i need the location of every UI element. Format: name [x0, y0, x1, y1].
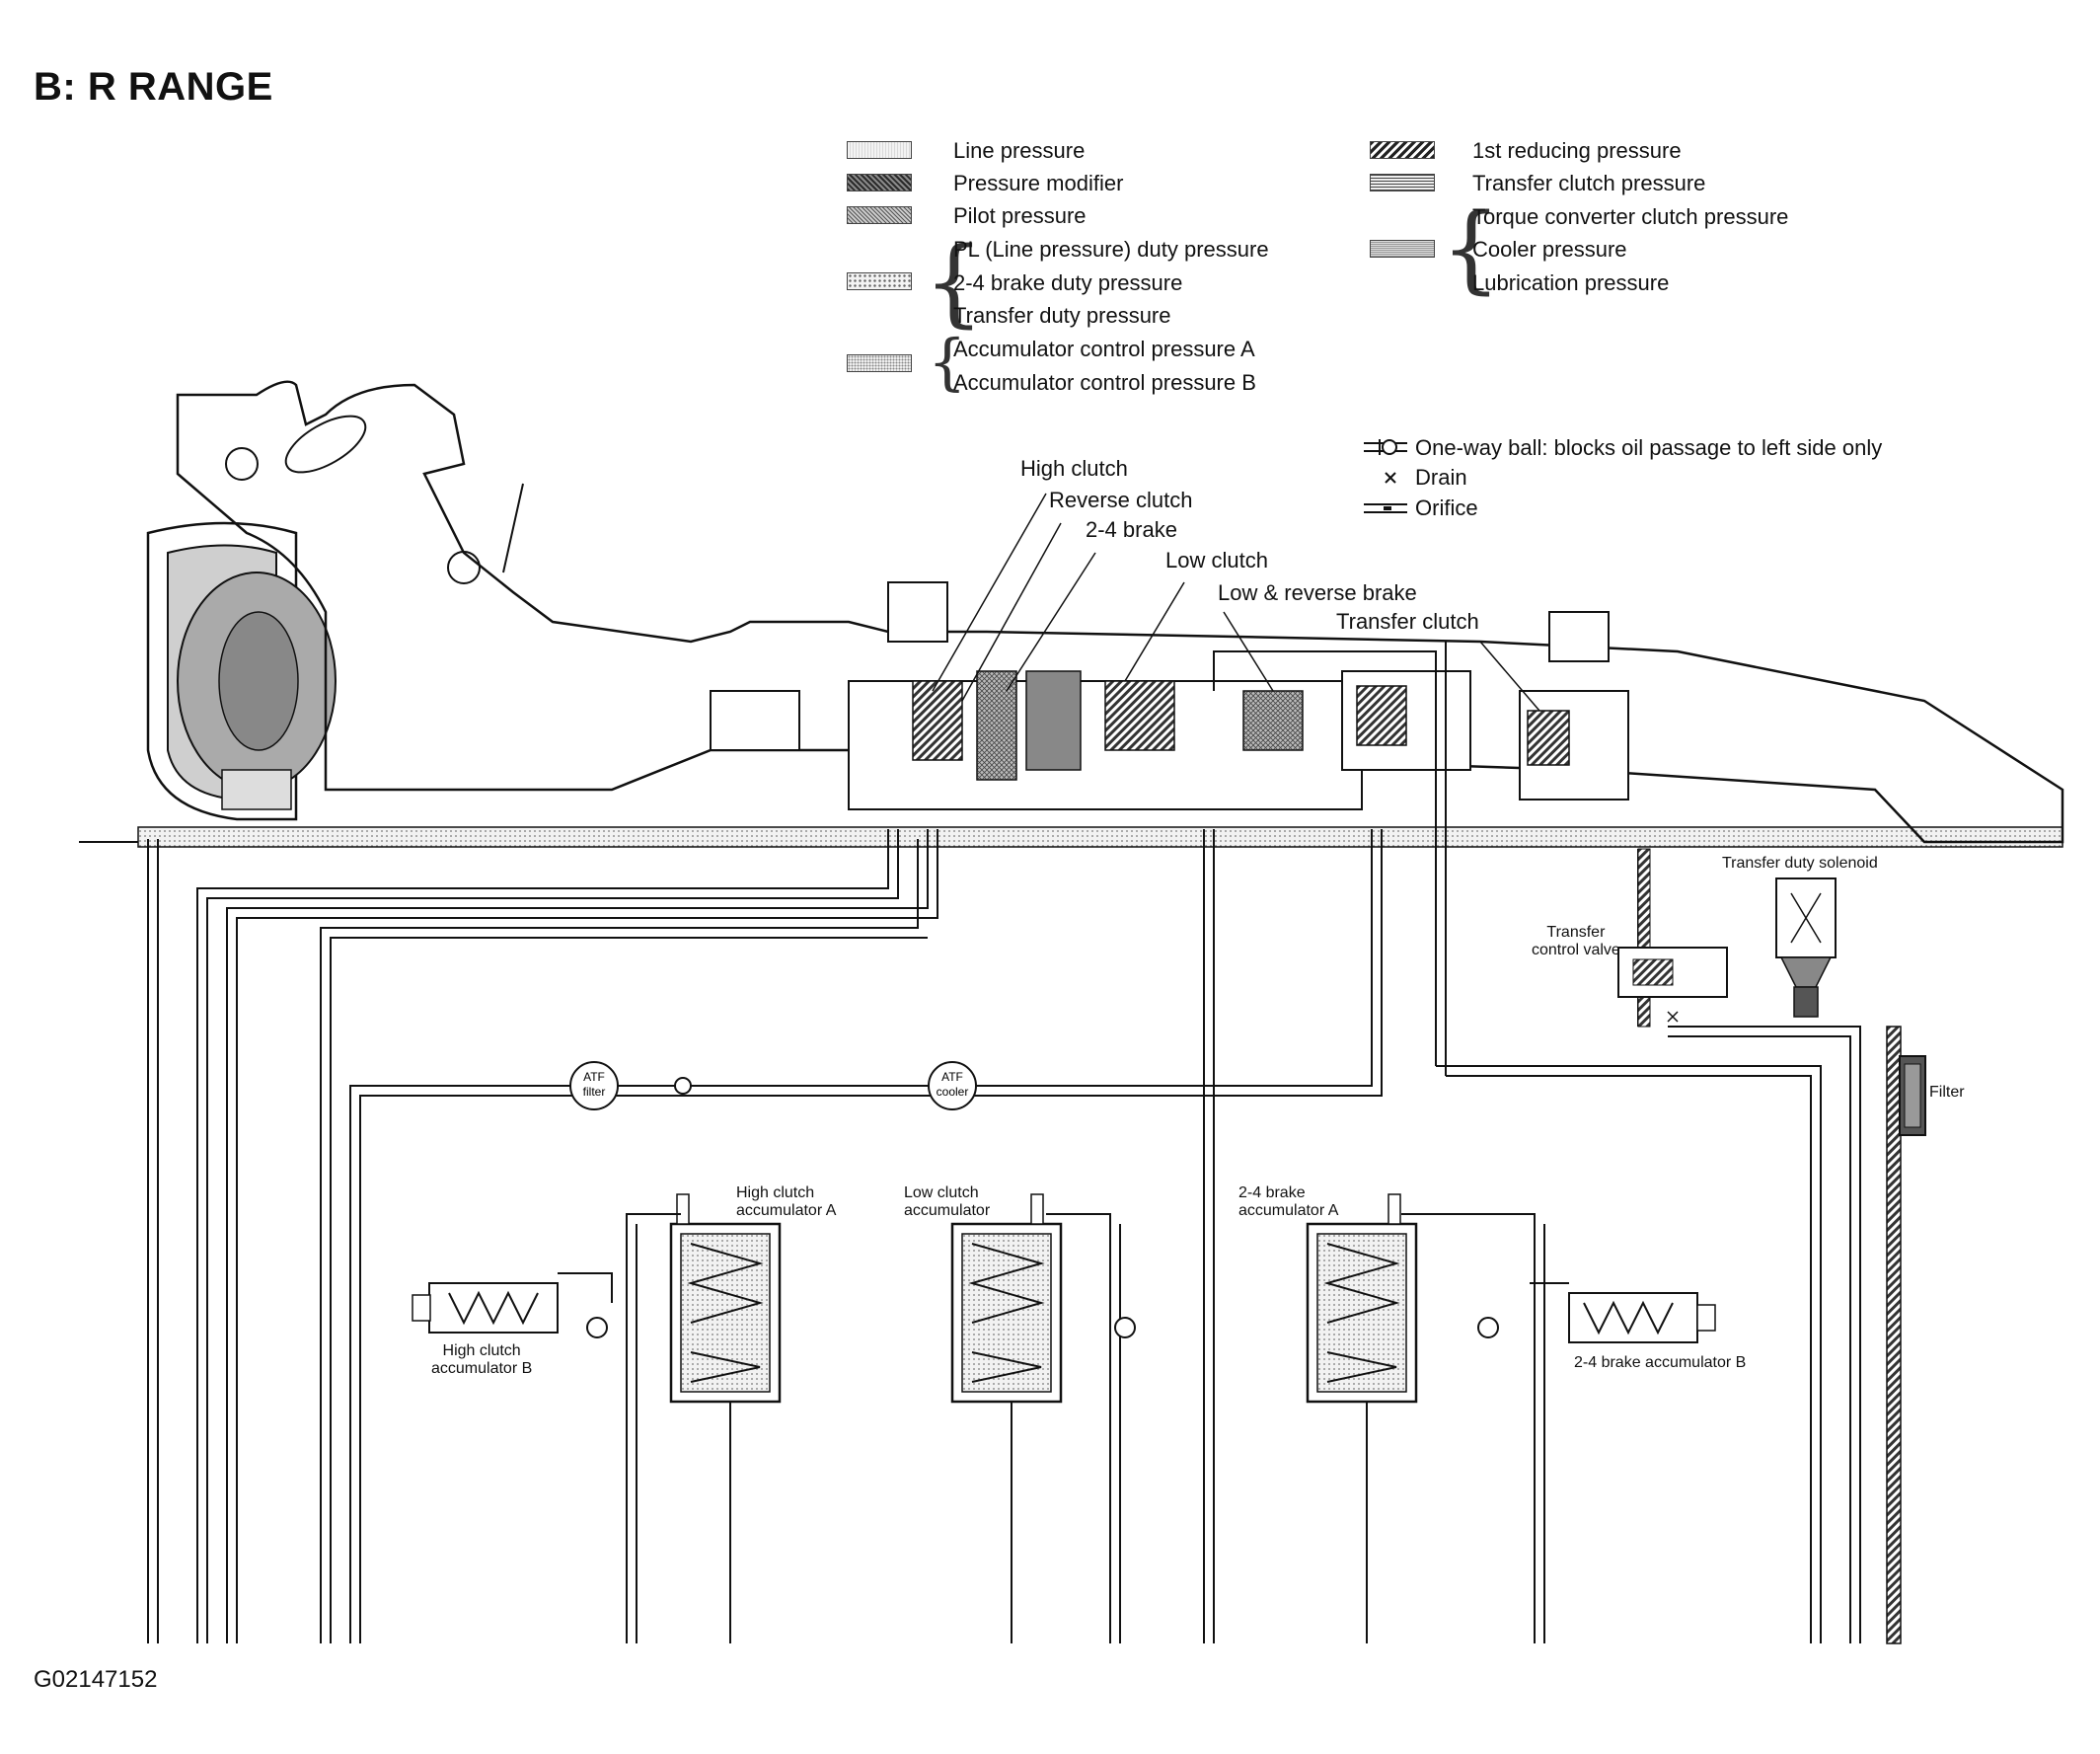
legend-pilot-pressure: Pilot pressure	[953, 203, 1087, 228]
atf-cooler-label-2: cooler	[937, 1085, 969, 1099]
callout-low-clutch: Low clutch	[1165, 548, 1268, 572]
legend-lubrication: Lubrication pressure	[1472, 270, 1670, 295]
legend-1st-reducing: 1st reducing pressure	[1472, 138, 1682, 163]
label-high-clutch-acc-b: High clutch accumulator B	[431, 1342, 533, 1377]
oil-passages	[147, 642, 1861, 1643]
transfer-duty-solenoid-icon	[1775, 877, 1837, 1018]
legend-24-brake-duty: 2-4 brake duty pressure	[953, 270, 1183, 295]
callout-transfer-clutch: Transfer clutch	[1336, 609, 1479, 634]
symbol-drain: Drain	[1415, 465, 1467, 490]
orifice-icon	[1364, 503, 1407, 513]
legend-pressure-modifier: Pressure modifier	[953, 171, 1124, 195]
transfer-duty-passage	[1637, 848, 1651, 1028]
legend-transfer-duty: Transfer duty pressure	[953, 303, 1171, 328]
legend-pl-duty: PL (Line pressure) duty pressure	[953, 237, 1269, 262]
legend-cooler: Cooler pressure	[1472, 237, 1627, 262]
atf-cooler-label-1: ATF	[941, 1070, 963, 1084]
brake-accumulator-a	[1306, 1193, 1418, 1643]
symbol-key-icons	[1364, 439, 1407, 513]
cooler-group-brace: {	[1441, 193, 1502, 304]
accumulator-pressure-swatch	[847, 354, 912, 372]
callout-reverse-clutch: Reverse clutch	[1049, 488, 1193, 512]
filter-icon	[1899, 1055, 1926, 1136]
label-transfer-control-valve: Transfer control valve	[1532, 924, 1620, 958]
atf-filter-label-1: ATF	[583, 1070, 605, 1084]
transfer-control-valve-icon	[1617, 947, 1728, 1023]
legend-acc-b: Accumulator control pressure B	[953, 370, 1256, 395]
legend-transfer-clutch: Transfer clutch pressure	[1472, 171, 1706, 195]
duty-pressure-swatch	[847, 272, 912, 290]
atf-filter-icon	[569, 1061, 619, 1110]
legend-acc-a: Accumulator control pressure A	[953, 337, 1255, 361]
torque-converter	[146, 521, 337, 821]
check-ball-icon	[674, 1077, 692, 1095]
callout-high-clutch: High clutch	[1020, 456, 1128, 481]
main-shaft	[137, 826, 2063, 848]
symbol-orifice: Orifice	[1415, 496, 1478, 520]
brake-accumulator-b	[1477, 1292, 1716, 1343]
transfer-clutch-swatch	[1370, 174, 1435, 191]
label-transfer-duty-solenoid: Transfer duty solenoid	[1722, 855, 1878, 872]
page-title: B: R RANGE	[34, 65, 273, 109]
transfer-clutch-passage	[1886, 1026, 1902, 1644]
one-way-ball-icon	[1364, 439, 1407, 455]
atf-filter-label-2: filter	[583, 1085, 606, 1099]
drain-icon	[1385, 472, 1396, 484]
label-filter: Filter	[1929, 1084, 1965, 1101]
legend-tcc: Torque converter clutch pressure	[1472, 204, 1789, 229]
label-high-clutch-acc-a: High clutch accumulator A	[736, 1184, 837, 1219]
low-clutch-accumulator	[950, 1193, 1063, 1643]
high-clutch-accumulator-a	[669, 1193, 782, 1643]
label-24-brake-acc-a: 2-4 brake accumulator A	[1238, 1184, 1339, 1219]
label-low-clutch-acc: Low clutch accumulator	[904, 1184, 991, 1219]
high-clutch-accumulator-b	[412, 1282, 608, 1338]
pilot-pressure-swatch	[847, 206, 912, 224]
bell-housing	[176, 380, 2064, 844]
callout-low-reverse-brake: Low & reverse brake	[1218, 580, 1417, 605]
pressure-modifier-swatch	[847, 174, 912, 191]
accumulator-passages	[558, 1213, 1569, 1643]
callout-24-brake: 2-4 brake	[1086, 517, 1177, 542]
label-24-brake-acc-b: 2-4 brake accumulator B	[1574, 1354, 1747, 1371]
cooler-pressure-swatch	[1370, 240, 1435, 258]
legend-line-pressure: Line pressure	[953, 138, 1086, 163]
atf-cooler-icon	[928, 1061, 977, 1110]
figure-id: G02147152	[34, 1666, 158, 1693]
reducing-pressure-swatch	[1370, 141, 1435, 159]
clutch-assembly	[710, 581, 1629, 810]
line-pressure-swatch	[847, 141, 912, 159]
symbol-one-way-ball: One-way ball: blocks oil passage to left…	[1415, 435, 1883, 460]
accumulator-check-balls	[1114, 1317, 1136, 1338]
accumulator-group-brace: {	[928, 326, 967, 398]
duty-group-brace: {	[924, 227, 985, 338]
